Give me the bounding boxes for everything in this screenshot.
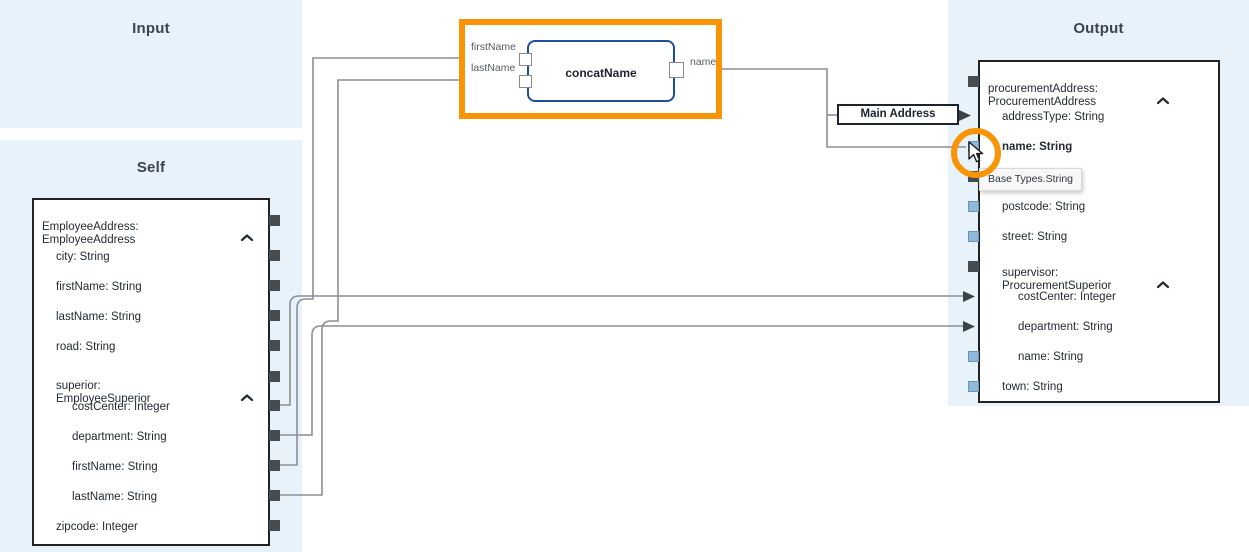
zone-output-title: Output <box>1073 20 1124 37</box>
fn-input-port-lastname[interactable] <box>519 75 532 88</box>
field-label: superior: EmployeeSuperior <box>56 380 151 405</box>
output-port-postcode[interactable] <box>968 201 979 212</box>
self-port-firstname[interactable] <box>269 280 280 291</box>
self-header-row[interactable]: EmployeeAddress: EmployeeAddress <box>34 208 268 260</box>
mouse-cursor-icon <box>968 141 984 163</box>
chevron-up-icon[interactable] <box>1156 260 1170 289</box>
self-port-road[interactable] <box>269 340 280 351</box>
self-port-zipcode[interactable] <box>269 520 280 531</box>
zone-self-title: Self <box>136 159 166 176</box>
output-port-root[interactable] <box>968 76 979 87</box>
zone-input: Input <box>0 0 302 128</box>
field-label: postcode: String <box>1002 201 1086 213</box>
function-node-label: concatName <box>565 66 637 80</box>
field-label: costCenter: Integer <box>1018 291 1116 303</box>
self-header-label: EmployeeAddress: EmployeeAddress <box>42 221 139 246</box>
chevron-up-icon[interactable] <box>240 373 254 402</box>
self-port-superior[interactable] <box>269 371 280 382</box>
field-label: road: String <box>56 341 116 353</box>
fn-input-port-firstname[interactable] <box>519 53 532 66</box>
self-port-department[interactable] <box>269 430 280 441</box>
field-label: street: String <box>1002 231 1068 243</box>
field-label: addressType: String <box>1002 111 1105 123</box>
chevron-up-icon[interactable] <box>240 213 254 242</box>
chevron-up-icon[interactable] <box>1156 76 1170 105</box>
pin-label-lastname: lastName <box>471 62 516 74</box>
output-header-label: procurementAddress: ProcurementAddress <box>988 83 1098 108</box>
self-port-city[interactable] <box>269 250 280 261</box>
field-label: costCenter: Integer <box>72 401 170 413</box>
output-field-supervisor[interactable]: supervisor: ProcurementSuperior <box>980 254 1218 306</box>
field-label: firstName: String <box>56 281 142 293</box>
self-port-superior-lastname[interactable] <box>269 490 280 501</box>
field-label: zipcode: Integer <box>56 521 138 533</box>
field-label: town: String <box>1002 381 1063 393</box>
output-port-street[interactable] <box>968 231 979 242</box>
output-header-row[interactable]: procurementAddress: ProcurementAddress <box>980 70 1218 122</box>
field-label: department: String <box>72 431 167 443</box>
zone-input-title: Input <box>132 20 170 37</box>
self-port-costcenter[interactable] <box>269 400 280 411</box>
cursor-highlight-ring <box>951 128 1001 178</box>
type-tooltip: Base Types.String <box>979 168 1083 191</box>
output-port-supervisor[interactable] <box>968 261 979 272</box>
field-label: department: String <box>1018 321 1113 333</box>
pin-label-name: name <box>690 56 717 68</box>
field-label: supervisor: ProcurementSuperior <box>1002 267 1112 292</box>
self-structure-box[interactable]: EmployeeAddress: EmployeeAddress city: S… <box>32 198 270 546</box>
field-label: name: String <box>1002 141 1073 153</box>
main-address-label-box[interactable]: Main Address <box>837 104 959 125</box>
self-port-lastname[interactable] <box>269 310 280 321</box>
output-structure-box[interactable]: procurementAddress: ProcurementAddress a… <box>978 60 1220 403</box>
output-port-town[interactable] <box>968 381 979 392</box>
field-label: firstName: String <box>72 461 158 473</box>
self-port-superior-firstname[interactable] <box>269 460 280 471</box>
fn-output-port-name[interactable] <box>669 62 684 78</box>
output-port-supervisor-name[interactable] <box>968 351 979 362</box>
field-label: lastName: String <box>72 491 158 503</box>
self-port-root[interactable] <box>269 215 280 226</box>
self-field-superior[interactable]: superior: EmployeeSuperior <box>34 367 268 419</box>
function-node-concatname[interactable]: concatName <box>527 40 675 102</box>
field-label: lastName: String <box>56 311 142 323</box>
field-label: city: String <box>56 251 110 263</box>
pin-label-firstname: firstName <box>471 41 516 53</box>
field-label: name: String <box>1018 351 1084 363</box>
